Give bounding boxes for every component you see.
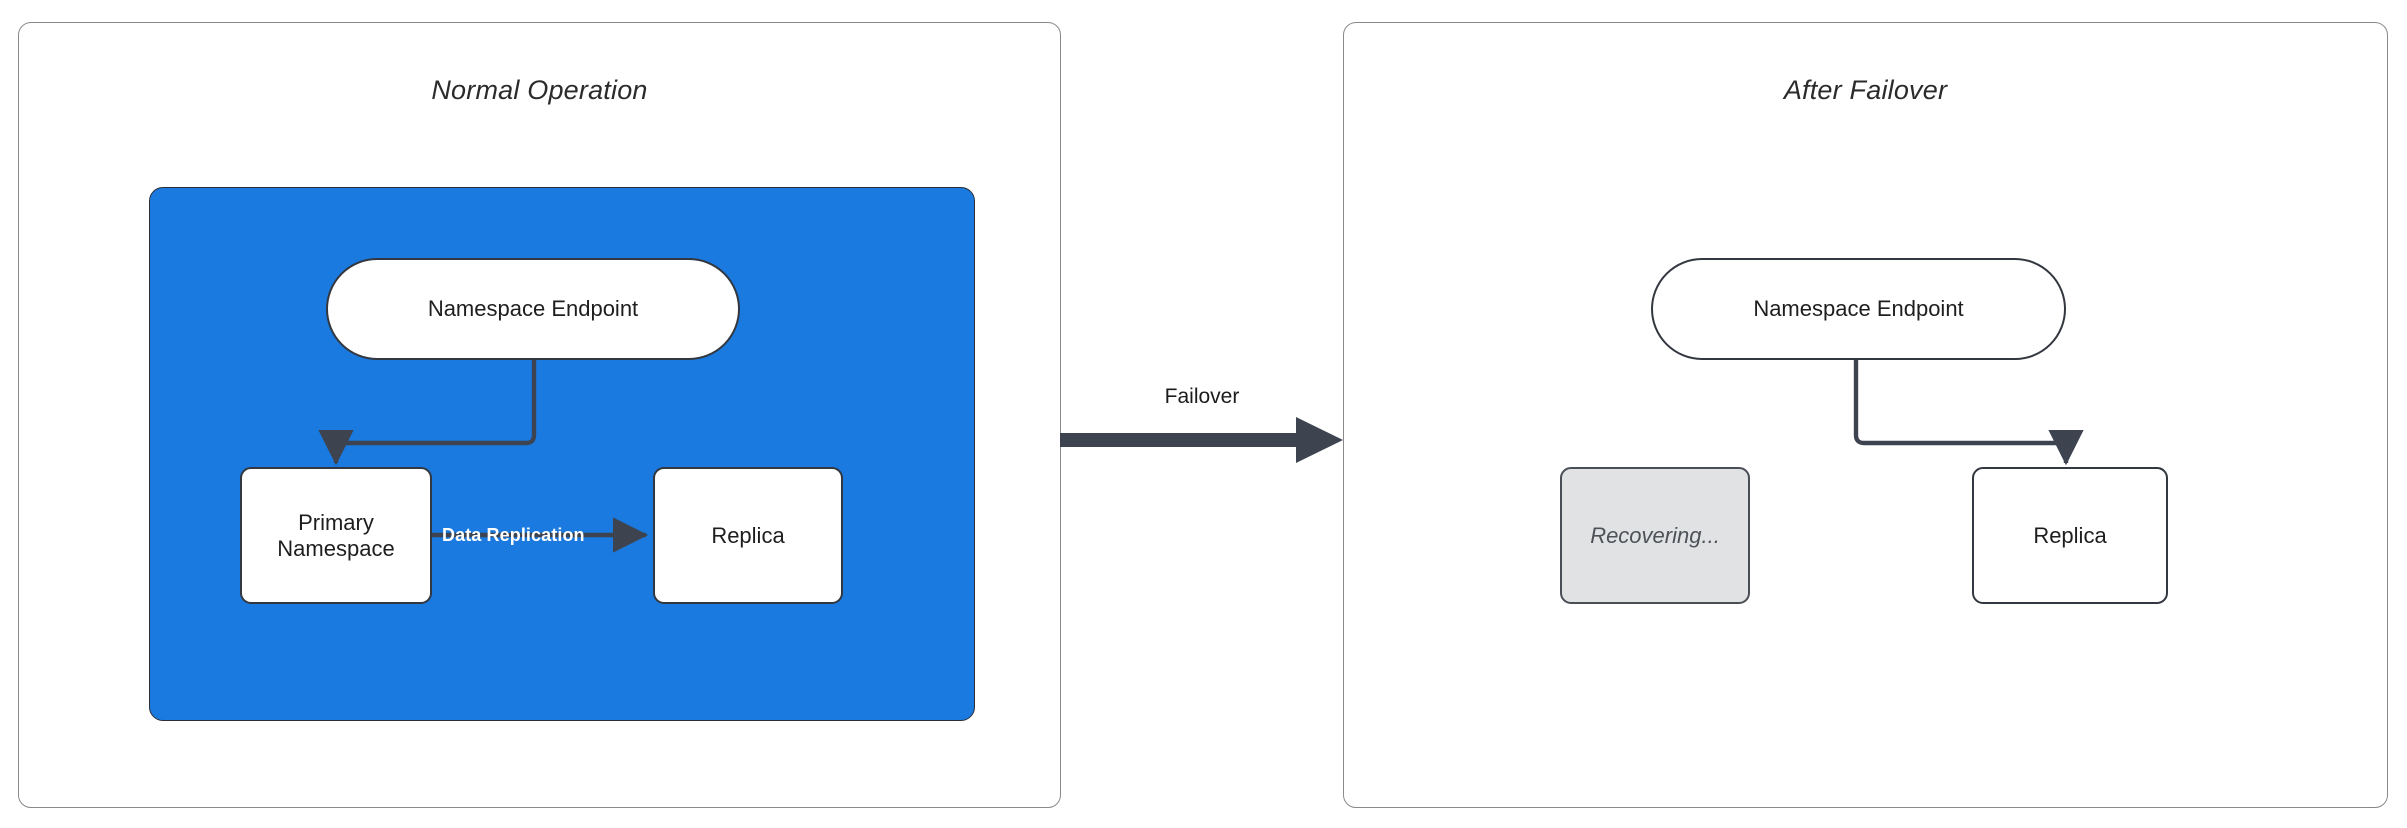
- node-recovering[interactable]: Recovering...: [1560, 467, 1750, 604]
- node-replica-normal[interactable]: Replica: [653, 467, 843, 604]
- node-primary-namespace-label: Primary Namespace: [277, 510, 394, 562]
- edge-failover-transition: [1060, 417, 1343, 463]
- node-replica-promoted[interactable]: Replica: [1972, 467, 2168, 604]
- edge-label-failover: Failover: [1164, 385, 1240, 408]
- node-namespace-endpoint-failover[interactable]: Namespace Endpoint: [1651, 258, 2066, 360]
- edge-label-data-replication: Data Replication: [442, 525, 585, 545]
- node-primary-namespace[interactable]: Primary Namespace: [240, 467, 432, 604]
- panel-title-after-failover: After Failover: [1783, 75, 1948, 105]
- panel-normal-operation: Normal Operation: [18, 22, 1061, 808]
- primary-line-1: Primary: [298, 509, 374, 535]
- primary-line-2: Namespace: [277, 535, 395, 561]
- panel-title-normal-operation: Normal Operation: [431, 75, 648, 105]
- panel-after-failover: After Failover: [1343, 22, 2388, 808]
- node-namespace-endpoint-primary[interactable]: Namespace Endpoint: [326, 258, 740, 360]
